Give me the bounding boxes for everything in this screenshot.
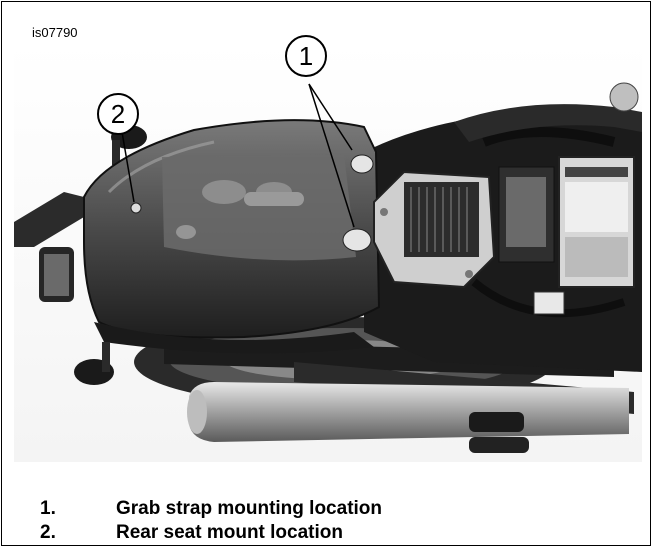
legend-item: 2. Rear seat mount location [40, 521, 382, 545]
callout-2: 2 [97, 93, 139, 135]
callout-1: 1 [285, 35, 327, 77]
figure-legend: 1. Grab strap mounting location 2. Rear … [40, 497, 382, 545]
leader-line-1b [308, 83, 355, 228]
motorcycle-rear-fender-photo [14, 42, 642, 462]
legend-number: 2. [40, 522, 56, 543]
leader-line-2 [121, 131, 135, 203]
figure-id: is07790 [32, 25, 78, 40]
legend-item: 1. Grab strap mounting location [40, 497, 382, 521]
legend-text: Rear seat mount location [116, 522, 343, 543]
legend-text: Grab strap mounting location [116, 498, 383, 519]
leader-line-1a [308, 83, 353, 151]
legend-number: 1. [40, 498, 56, 519]
